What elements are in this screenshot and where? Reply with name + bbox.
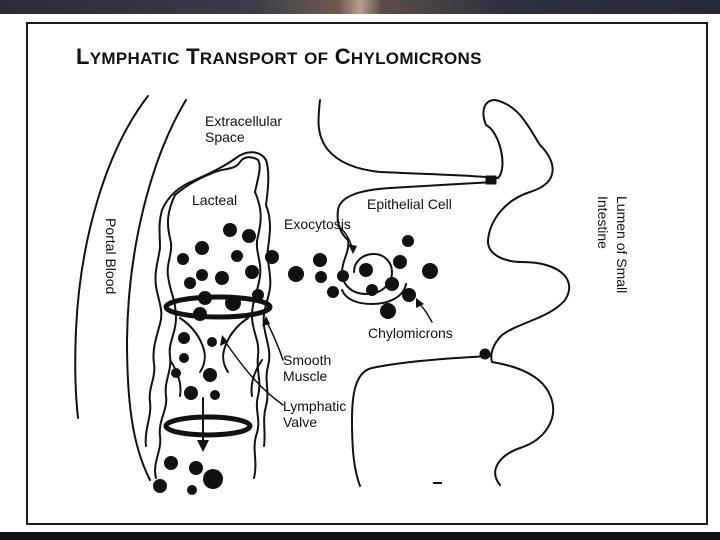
title-word-chylomicrons: CHYLOMICRONS (334, 44, 482, 69)
label-chylomicrons: Chylomicrons (368, 325, 453, 341)
arrowhead-lymphatic-valve (220, 335, 228, 346)
chylomicron (245, 265, 259, 279)
smooth-muscle-band-lower (163, 414, 253, 438)
chylomicron (193, 307, 207, 321)
chylomicron (215, 271, 229, 285)
title-word-transport: TRANSPORT (186, 44, 298, 69)
valve-flap-left (179, 317, 206, 373)
label-lymphatic-valve-2: Valve (283, 414, 317, 430)
chylomicron (178, 332, 190, 344)
leader-lymphatic-valve (223, 339, 284, 406)
label-lumen-2: Intestine (595, 196, 611, 249)
chylomicron (337, 270, 349, 282)
chylomicron (195, 241, 209, 255)
chylomicron (380, 303, 396, 319)
small-mark (433, 482, 442, 484)
slide-title: LYMPHATIC TRANSPORT OF CHYLOMICRONS (76, 44, 482, 70)
lacteal-wall-right (251, 191, 262, 479)
chylomicron (187, 485, 197, 495)
chylomicron (210, 390, 220, 400)
chylomicron (223, 223, 237, 237)
chylomicron (393, 255, 407, 269)
chylomicron (288, 266, 304, 282)
portal-vessel-wall-inner (126, 99, 187, 481)
label-smooth-muscle-1: Smooth (283, 352, 331, 368)
chylomicron (179, 353, 189, 363)
chylomicron (366, 284, 378, 296)
chylomicron (177, 253, 189, 265)
lacteal-top-outer (161, 151, 270, 211)
smooth-muscle-band-upper (163, 294, 273, 320)
tight-junction-lower (479, 348, 491, 360)
video-footer-strip (0, 532, 720, 540)
label-lymphatic-valve-1: Lymphatic (283, 398, 346, 414)
chylomicron (359, 263, 373, 277)
chylomicron (402, 235, 414, 247)
lacteal-wall-right-outer (262, 204, 272, 447)
arrowhead-exocytosis (348, 244, 357, 254)
portal-vessel-wall-outer (74, 95, 149, 419)
label-extracellular-space-1: Extracellular (205, 113, 282, 129)
label-smooth-muscle-2: Muscle (283, 368, 328, 384)
flow-arrowhead (197, 440, 209, 452)
lacteal-wall-left (154, 194, 177, 479)
label-exocytosis: Exocytosis (284, 216, 351, 232)
chylomicron (171, 368, 181, 378)
label-lacteal: Lacteal (192, 192, 237, 208)
membrane-fold (341, 283, 407, 305)
chylomicron (153, 479, 167, 493)
arrowhead-chylomicrons (416, 298, 424, 308)
chylomicron (184, 386, 198, 400)
title-word-lymphatic: LYMPHATIC (76, 44, 180, 69)
lacteal-wall-left-outer (144, 209, 163, 447)
chylomicron (422, 263, 438, 279)
chylomicron (189, 461, 203, 475)
chylomicron-particles (153, 223, 438, 495)
chylomicron (184, 277, 196, 289)
chylomicron (265, 250, 279, 264)
label-lumen-1: Lumen of Small (614, 196, 630, 293)
chylomicron (385, 277, 399, 291)
chylomicron (225, 295, 241, 311)
title-word-of: OF (304, 49, 329, 68)
chylomicron (252, 289, 264, 301)
label-epithelial-cell: Epithelial Cell (367, 196, 452, 212)
chylomicron (313, 253, 327, 267)
label-extracellular-space-2: Space (205, 129, 245, 145)
chylomicron (231, 250, 243, 262)
chylomicron (164, 456, 178, 470)
chylomicron (402, 288, 416, 302)
valve-flap-right (222, 317, 249, 373)
chylomicron (242, 229, 256, 243)
chylomicron (203, 469, 223, 489)
arrowhead-smooth-muscle (262, 316, 270, 326)
chylomicron (207, 337, 217, 347)
tight-junction-upper (485, 175, 497, 185)
chylomicron (327, 286, 339, 298)
chylomicron (203, 368, 217, 382)
chylomicron (315, 271, 327, 283)
chylomicron (196, 269, 208, 281)
lower-cell-membrane (351, 355, 491, 487)
video-header-strip (0, 0, 720, 14)
lacteal-top (174, 156, 261, 196)
villi-outline (317, 99, 571, 486)
chylomicron (198, 291, 212, 305)
exocytosis-pocket (341, 239, 393, 295)
label-portal-blood: Portal Blood (103, 218, 119, 294)
valve-flap-left-2 (169, 359, 182, 397)
